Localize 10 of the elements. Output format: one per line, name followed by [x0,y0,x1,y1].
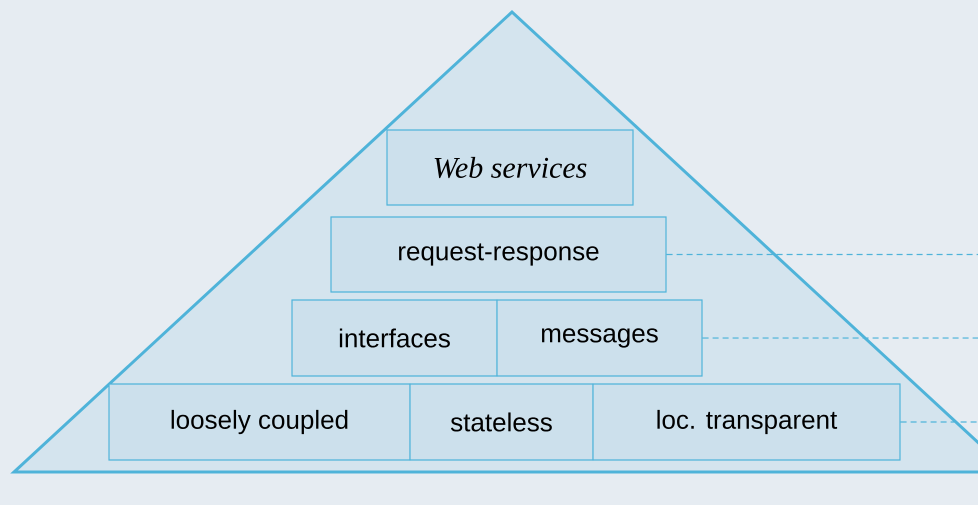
text-box: interfaces [291,299,498,377]
text-box: loosely coupled [108,383,411,461]
text-box: messages [496,299,703,377]
text-box: loc. transparent [592,383,901,461]
dashed-line [666,254,978,256]
dashed-line [702,337,978,339]
text-box: stateless [409,383,594,461]
dashed-line [900,421,978,423]
text-box: request-response [330,216,667,293]
text-box: Web services [386,129,634,206]
